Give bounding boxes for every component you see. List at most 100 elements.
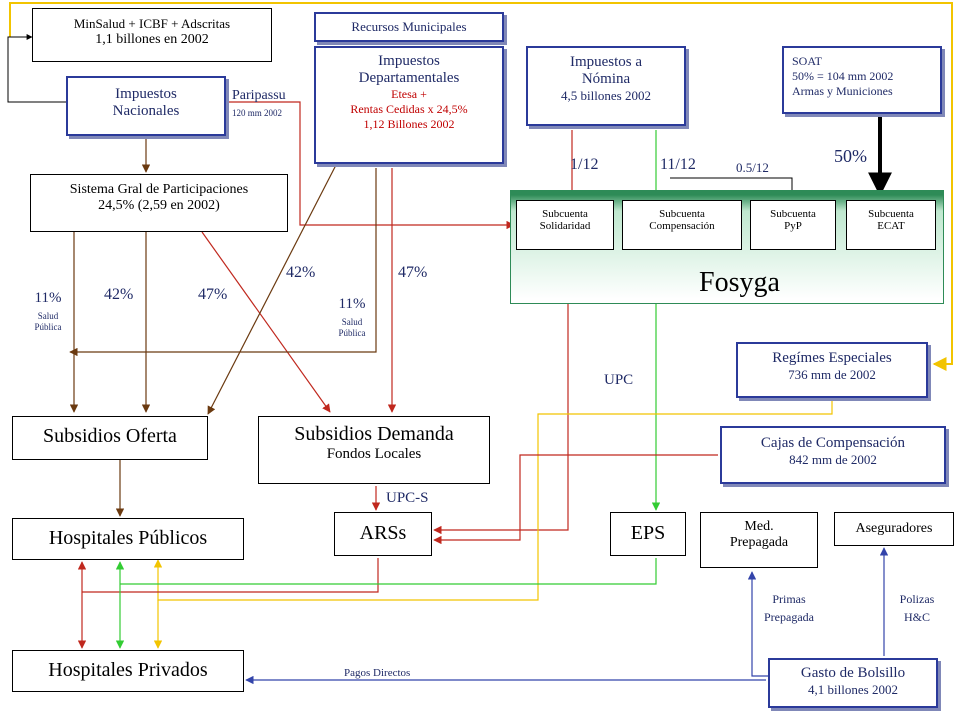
subcuenta-compensacion: Subcuenta Compensación	[622, 200, 742, 250]
regimes-especiales-line2: 736 mm de 2002	[788, 367, 876, 382]
impuestos-departamentales-line4: Rentas Cedidas x 24,5%	[350, 102, 468, 116]
subsidios-demanda-box: Subsidios Demanda Fondos Locales	[258, 416, 490, 484]
eleven-twelfths-label: 11/12	[660, 156, 696, 173]
brown-dept-11	[69, 168, 377, 357]
cajas-compensacion-line1: Cajas de Compensación	[760, 435, 906, 451]
recursos-municipales-label: Recursos Municipales	[351, 19, 467, 34]
impuestos-nacionales-line2: Nacionales	[112, 103, 180, 119]
pagos-directos-label: Pagos Directos	[344, 667, 411, 679]
regimes-especiales-line1: Regímes Especiales	[772, 350, 892, 366]
aseguradores-box: Aseguradores	[834, 512, 954, 546]
regimes-especiales-box: Regímes Especiales 736 mm de 2002	[736, 342, 928, 398]
hospitales-privados-label: Hospitales Privados	[48, 659, 208, 681]
gasto-bolsillo-line1: Gasto de Bolsillo	[800, 665, 906, 681]
arss-box: ARSs	[334, 512, 432, 556]
left-11-label: 11%	[34, 290, 62, 306]
subcuenta-compensacion-line1: Subcuenta	[659, 208, 705, 220]
impuestos-nacionales-line1: Impuestos	[115, 86, 177, 102]
yellow-loop-top	[9, 2, 953, 371]
polizas2-label: H&C	[903, 610, 930, 624]
impuestos-nacionales-box: Impuestos Nacionales	[66, 76, 226, 136]
aseguradores-label: Aseguradores	[855, 521, 933, 536]
impuestos-departamentales-line1: Impuestos	[378, 53, 440, 69]
sgp-line1: Sistema Gral de Participaciones	[69, 182, 249, 197]
left-47-label: 47%	[198, 286, 228, 303]
subcuenta-solidaridad-line2: Solidaridad	[539, 220, 591, 232]
med-prepagada-line2: Prepagada	[729, 535, 789, 550]
med-prepagada-box: Med. Prepagada	[700, 512, 818, 568]
minsalud-line1: MinSalud + ICBF + Adscritas	[73, 16, 231, 31]
paripassu-label: Paripassu	[232, 88, 286, 103]
impuestos-nomina-line1: Impuestos a	[569, 54, 643, 70]
red-arss-hospitales	[82, 558, 379, 593]
fosyga-title: Fosyga	[699, 267, 780, 298]
subcuenta-pyp-line1: Subcuenta	[770, 208, 816, 220]
left-11-sub2: Pública	[34, 322, 62, 332]
dept-42-label: 42%	[286, 264, 316, 281]
subcuenta-compensacion-line2: Compensación	[649, 220, 715, 232]
subcuenta-pyp-line2: PyP	[784, 220, 802, 232]
dept-11-sub2: Pública	[338, 328, 366, 338]
med-prepagada-line1: Med.	[744, 519, 774, 534]
impuestos-departamentales-line3: Etesa +	[391, 87, 427, 101]
one-twelfth-label: 1/12	[570, 156, 599, 173]
subcuenta-ecat-line1: Subcuenta	[868, 208, 914, 220]
arss-label: ARSs	[359, 522, 407, 544]
subcuenta-pyp: Subcuenta PyP	[750, 200, 836, 250]
eps-label: EPS	[630, 522, 666, 544]
left-42-label: 42%	[104, 286, 134, 303]
red-cajas-arss	[433, 454, 718, 545]
primas2-label: Prepagada	[764, 610, 814, 624]
brown-minsalud-loop	[7, 34, 66, 103]
red-sgp-47	[201, 231, 331, 413]
upc-label: UPC	[604, 372, 634, 388]
brown-dept-42	[207, 164, 337, 415]
hospitales-publicos-box: Hospitales Públicos	[12, 518, 244, 560]
red-paripassu	[228, 101, 515, 230]
cajas-compensacion-line2: 842 mm de 2002	[789, 452, 877, 467]
subcuenta-ecat-line2: ECAT	[877, 220, 905, 232]
left-11-sub1: Salud	[37, 311, 59, 321]
dept-11-sub1: Salud	[341, 317, 363, 327]
soat-line1: SOAT	[792, 54, 823, 68]
impuestos-departamentales-box: Impuestos Departamentales Etesa + Rentas…	[314, 46, 504, 164]
impuestos-nomina-box: Impuestos a Nómina 4,5 billones 2002	[526, 46, 686, 126]
impuestos-nomina-line3: 4,5 billones 2002	[561, 88, 651, 103]
impuestos-departamentales-line2: Departamentales	[358, 70, 460, 86]
sgp-box: Sistema Gral de Participaciones 24,5% (2…	[30, 174, 288, 232]
hospitales-privados-box: Hospitales Privados	[12, 650, 244, 692]
yellow-regimes-hospitales	[153, 400, 833, 601]
impuestos-departamentales-line5: 1,12 Billones 2002	[363, 117, 455, 131]
subsidios-oferta-box: Subsidios Oferta	[12, 416, 208, 460]
dept-47-label: 47%	[398, 264, 428, 281]
subsidios-oferta-label: Subsidios Oferta	[43, 425, 177, 447]
green-eps-hospitales	[120, 558, 657, 585]
eps-box: EPS	[610, 512, 686, 556]
upc-s-label: UPC-S	[386, 490, 429, 506]
cajas-compensacion-box: Cajas de Compensación 842 mm de 2002	[720, 426, 946, 484]
subcuenta-ecat: Subcuenta ECAT	[846, 200, 936, 250]
impuestos-nomina-line2: Nómina	[581, 71, 631, 87]
gasto-bolsillo-line2: 4,1 billones 2002	[808, 682, 898, 697]
dept-11-label: 11%	[338, 296, 366, 312]
fifty-pct-label: 50%	[834, 146, 867, 166]
subsidios-demanda-line2: Fondos Locales	[326, 446, 422, 462]
soat-line3: Armas y Municiones	[792, 84, 893, 98]
minsalud-box: MinSalud + ICBF + Adscritas 1,1 billones…	[32, 8, 272, 62]
subcuenta-solidaridad: Subcuenta Solidaridad	[516, 200, 614, 250]
hospitales-publicos-label: Hospitales Públicos	[48, 527, 208, 549]
minsalud-line2: 1,1 billones en 2002	[95, 32, 209, 47]
blue-gasto-prepagada	[747, 571, 768, 677]
sgp-line2: 24,5% (2,59 en 2002)	[98, 198, 220, 213]
gasto-bolsillo-box: Gasto de Bolsillo 4,1 billones 2002	[768, 658, 938, 708]
paripassu-amount-label: 120 mm 2002	[232, 108, 283, 118]
primas-label: Primas	[772, 592, 806, 606]
subsidios-demanda-line1: Subsidios Demanda	[294, 423, 454, 445]
red-solidaridad-arss	[433, 250, 569, 535]
recursos-municipales-box: Recursos Municipales	[314, 12, 504, 42]
soat-box: SOAT 50% = 104 mm 2002 Armas y Municione…	[782, 46, 942, 114]
subcuenta-solidaridad-line1: Subcuenta	[542, 208, 588, 220]
polizas-label: Polizas	[899, 592, 935, 606]
soat-line2: 50% = 104 mm 2002	[792, 69, 894, 83]
